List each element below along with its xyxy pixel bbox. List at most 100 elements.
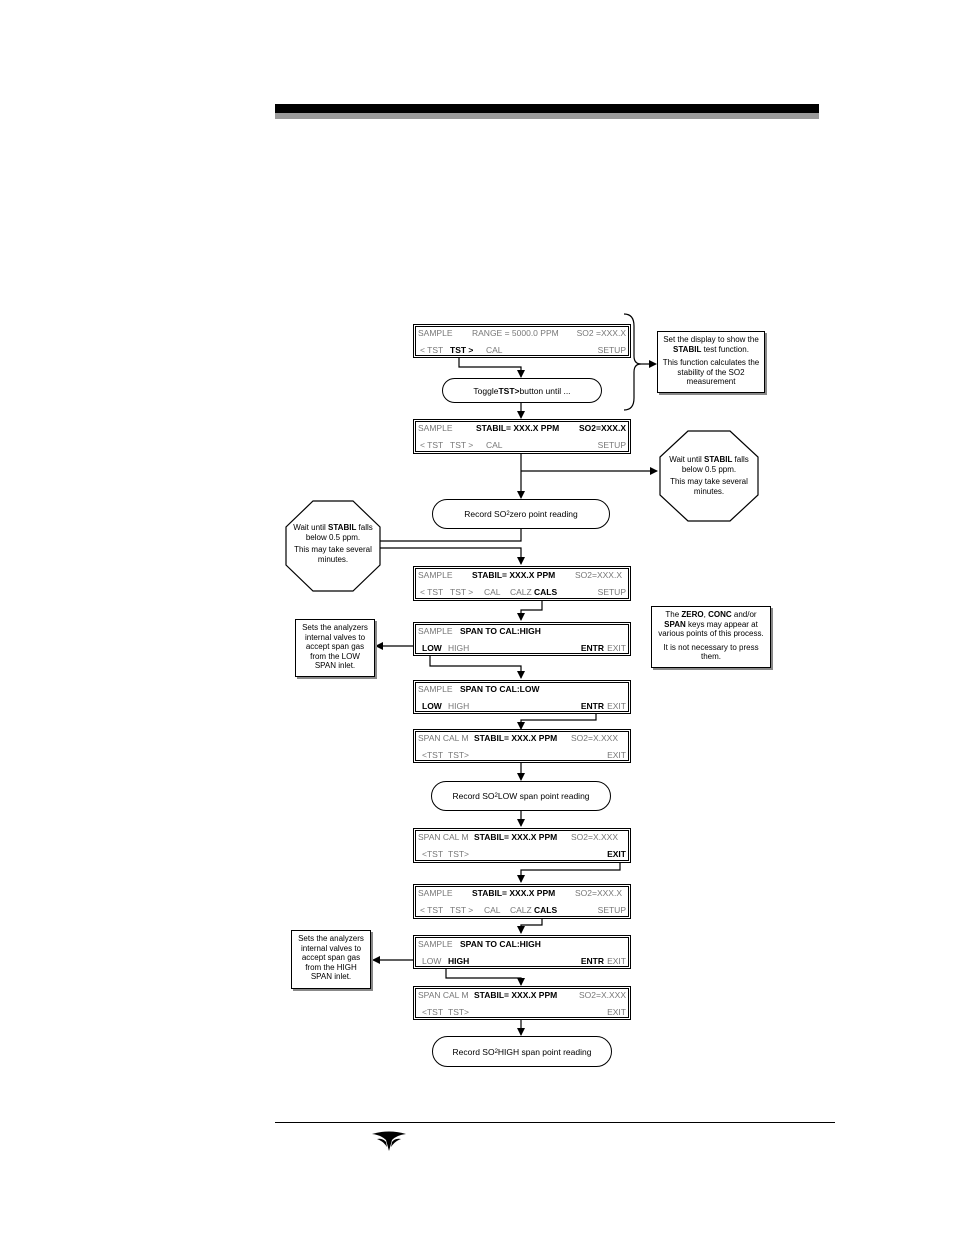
note-text: Set the display to show the — [663, 335, 759, 344]
cal-key[interactable]: CAL — [484, 905, 501, 915]
note-paragraph: This may take several minutes. — [670, 477, 748, 496]
screen-so2-readout: SO2=XXX.X — [574, 888, 622, 898]
note-paragraph: Sets the analyzers internal valves to ac… — [302, 623, 368, 671]
header-rule — [275, 104, 819, 113]
screen-mode: SAMPLE — [418, 888, 453, 898]
exit-key[interactable]: EXIT — [607, 750, 626, 760]
entr-key[interactable]: ENTR — [580, 701, 604, 711]
screen-so2-readout: SO2=X.XXX — [570, 832, 618, 842]
screen-so2-readout: SO2 =XXX.X — [576, 328, 626, 338]
tst-next-key[interactable]: TST> — [448, 849, 470, 859]
high-key[interactable]: HIGH — [448, 643, 470, 653]
wait-left-text: Wait until STABIL falls below 0.5 ppm. T… — [290, 523, 376, 567]
note-valves-high: Sets the analyzers internal valves to ac… — [291, 930, 371, 989]
tst-next-key[interactable]: TST > — [450, 345, 474, 355]
tst-prev-key[interactable]: <TST — [422, 1007, 444, 1017]
note-paragraph: Wait until STABIL falls below 0.5 ppm. — [290, 523, 376, 542]
tst-next-key[interactable]: TST> — [448, 750, 470, 760]
tst-next-key[interactable]: TST > — [450, 587, 474, 597]
exit-key[interactable]: EXIT — [607, 643, 626, 653]
exit-key[interactable]: EXIT — [607, 1007, 626, 1017]
tst-next-key[interactable]: TST > — [450, 905, 474, 915]
span-to-cal-label: SPAN TO CAL:HIGH — [460, 939, 541, 949]
screen-so2-readout: SO2=XXX.X — [578, 423, 626, 433]
tst-prev-key[interactable]: < TST — [420, 345, 444, 355]
setup-key[interactable]: SETUP — [597, 440, 626, 450]
display-screen-span-low: SAMPLE SPAN TO CAL:LOW LOW HIGH ENTR EXI… — [413, 680, 631, 714]
tst-prev-key[interactable]: <TST — [422, 750, 444, 760]
display-screen-span-high-2: SAMPLE SPAN TO CAL:HIGH LOW HIGH ENTR EX… — [413, 935, 631, 969]
action-toggle-tst: Toggle TST> button until ... — [442, 378, 602, 403]
calz-key[interactable]: CALZ — [510, 905, 532, 915]
stabil-readout: STABIL= XXX.X PPM — [474, 990, 558, 1000]
screen-mode: SAMPLE — [418, 328, 453, 338]
action-text: Record SO — [452, 791, 495, 801]
entr-key[interactable]: ENTR — [580, 956, 604, 966]
stabil-readout: STABIL= XXX.X PPM — [474, 832, 558, 842]
screen-mode: SAMPLE — [418, 939, 453, 949]
screen-mode: SAMPLE — [418, 684, 453, 694]
note-paragraph: It is not necessary to press them. — [663, 642, 759, 662]
note-text: falls below 0.5 ppm. — [681, 455, 749, 474]
cals-key[interactable]: CALS — [534, 587, 558, 597]
note-paragraph: Wait until STABIL falls below 0.5 ppm. — [666, 455, 752, 474]
note-valves-low: Sets the analyzers internal valves to ac… — [295, 619, 375, 677]
screen-mode: SPAN CAL M — [418, 832, 469, 842]
note-text: Wait until — [669, 455, 705, 464]
high-key[interactable]: HIGH — [448, 701, 470, 711]
high-key[interactable]: HIGH — [448, 956, 470, 966]
display-screen-range: SAMPLE RANGE = 5000.0 PPM SO2 =XXX.X < T… — [413, 324, 631, 358]
teledyne-logo-icon — [372, 1131, 406, 1151]
stabil-readout: STABIL= XXX.X PPM — [472, 888, 556, 898]
note-text: Wait until — [293, 523, 329, 532]
exit-key[interactable]: EXIT — [607, 849, 626, 859]
tst-prev-key[interactable]: < TST — [420, 440, 444, 450]
action-subscript: 2 — [494, 793, 498, 799]
header-rule-shadow — [275, 113, 819, 119]
screen-so2-readout: SO2=XXX.X — [574, 570, 622, 580]
screen-mode: SPAN CAL M — [418, 733, 469, 743]
note-text: test function. — [701, 344, 749, 354]
note-text-bold: STABIL — [704, 455, 733, 464]
note-set-display: Set the display to show the STABIL test … — [657, 331, 765, 393]
cals-key[interactable]: CALS — [534, 905, 558, 915]
action-text-bold: TST> — [498, 385, 520, 396]
tst-prev-key[interactable]: < TST — [420, 587, 444, 597]
note-text-bold: ZERO — [681, 610, 704, 619]
low-key[interactable]: LOW — [422, 643, 442, 653]
screen-mode: SAMPLE — [418, 570, 453, 580]
display-screen-cals: SAMPLE STABIL= XXX.X PPM SO2=XXX.X < TST… — [413, 566, 631, 601]
stop-sign-wait-right — [659, 430, 759, 522]
action-subscript: 2 — [506, 511, 510, 517]
setup-key[interactable]: SETUP — [597, 345, 626, 355]
action-text: Toggle — [473, 385, 499, 396]
display-screen-stabil: SAMPLE STABIL= XXX.X PPM SO2=XXX.X < TST… — [413, 419, 631, 454]
action-text: HIGH span point reading — [497, 1046, 592, 1057]
calz-key[interactable]: CALZ — [510, 587, 532, 597]
cal-key[interactable]: CAL — [486, 440, 503, 450]
stop-sign-wait-left — [285, 500, 381, 592]
note-paragraph: This may take several minutes. — [294, 545, 372, 564]
display-screen-cals-2: SAMPLE STABIL= XXX.X PPM SO2=XXX.X < TST… — [413, 884, 631, 919]
tst-prev-key[interactable]: < TST — [420, 905, 444, 915]
entr-key[interactable]: ENTR — [580, 643, 604, 653]
exit-key[interactable]: EXIT — [607, 701, 626, 711]
cal-key[interactable]: CAL — [484, 587, 501, 597]
display-screen-span-high: SAMPLE SPAN TO CAL:HIGH LOW HIGH ENTR EX… — [413, 622, 631, 656]
stabil-readout: STABIL= XXX.X PPM — [476, 423, 560, 433]
action-subscript: 2 — [494, 1048, 498, 1055]
setup-key[interactable]: SETUP — [597, 587, 626, 597]
setup-key[interactable]: SETUP — [597, 905, 626, 915]
tst-next-key[interactable]: TST > — [450, 440, 474, 450]
low-key[interactable]: LOW — [422, 701, 442, 711]
tst-next-key[interactable]: TST> — [448, 1007, 470, 1017]
cal-key[interactable]: CAL — [486, 345, 503, 355]
exit-key[interactable]: EXIT — [607, 956, 626, 966]
low-key[interactable]: LOW — [422, 956, 442, 966]
span-to-cal-label: SPAN TO CAL:LOW — [460, 684, 540, 694]
tst-prev-key[interactable]: <TST — [422, 849, 444, 859]
